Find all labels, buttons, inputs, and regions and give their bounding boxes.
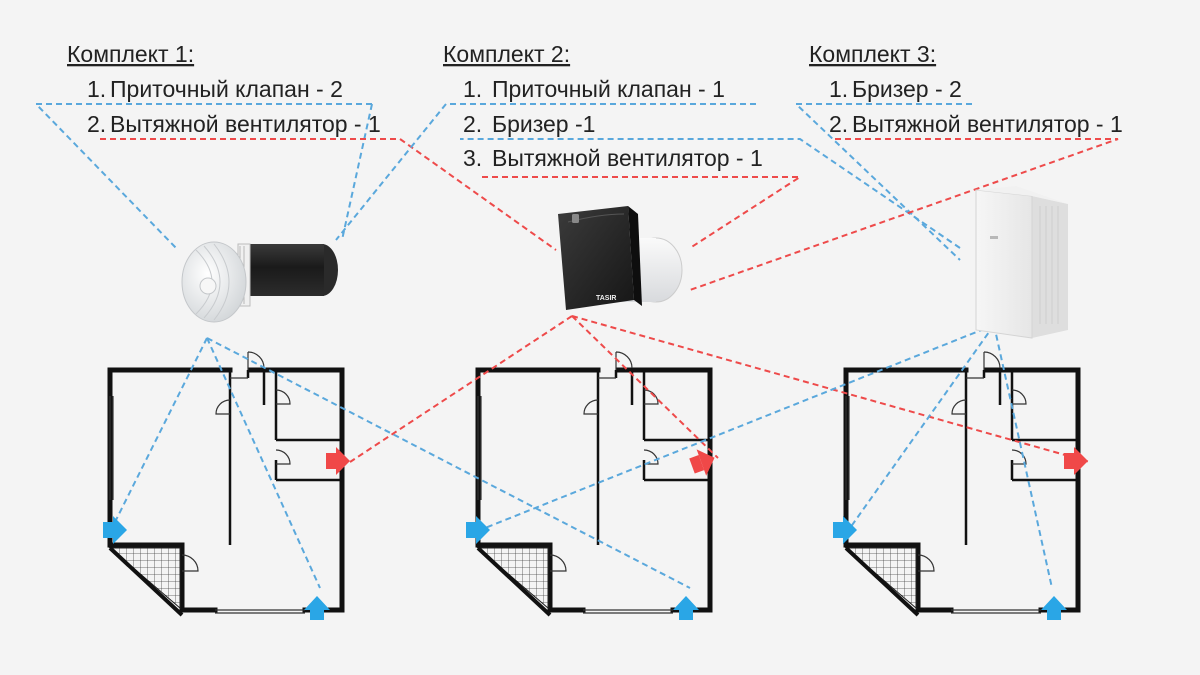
floor-plan-1 [110,352,342,615]
supply-arrow [103,516,127,544]
supply-arrow [1041,596,1067,620]
kit-1-leader-lines [33,103,691,589]
kit-2-item-1-number: 1. [463,76,482,102]
kit-3-item-1-number: 1. [829,76,848,102]
exhaust-arrow [687,444,720,480]
exhaust-fan-brand-label: TASIR [596,295,616,302]
kit-1-item-1-number: 1. [87,76,106,102]
exhaust-fan-icon: TASIR [558,206,683,310]
kit-3-list: Комплект 3: 1. Бризер - 2 2. Вытяжной ве… [809,41,1123,137]
supply-valve-icon [181,241,338,323]
kit-2-item-3-number: 3. [463,145,482,171]
supply-arrow [833,516,857,544]
kit-2-title: Комплект 2: [443,41,570,67]
kit-3-item-2-label: Вытяжной вентилятор - 1 [852,111,1123,137]
kit-2-item-2-label: Бризер -1 [492,111,595,137]
kit-2-leader-lines [335,103,1091,463]
kit-3-leader-lines [479,103,1119,589]
kit-2-item-3-label: Вытяжной вентилятор - 1 [492,145,763,171]
supply-arrow [673,596,699,620]
kit-3-item-1-label: Бризер - 2 [852,76,962,102]
supply-arrow [466,516,490,544]
kit-3-item-2-number: 2. [829,111,848,137]
breezer-icon [975,186,1068,339]
exhaust-arrow [1064,447,1088,475]
kit-1-list: Комплект 1: 1. Приточный клапан - 2 2. В… [67,41,381,137]
kit-2-item-2-number: 2. [463,111,482,137]
kit-1-item-2-number: 2. [87,111,106,137]
supply-arrow [304,596,330,620]
kit-2-item-1-label: Приточный клапан - 1 [492,76,725,102]
kit-1-item-1-label: Приточный клапан - 2 [110,76,343,102]
exhaust-arrow [326,447,350,475]
kit-1-title: Комплект 1: [67,41,194,67]
kit-1-item-2-label: Вытяжной вентилятор - 1 [110,111,381,137]
kit-3-title: Комплект 3: [809,41,936,67]
kit-2-list: Комплект 2: 1. Приточный клапан - 1 2. Б… [443,41,763,171]
